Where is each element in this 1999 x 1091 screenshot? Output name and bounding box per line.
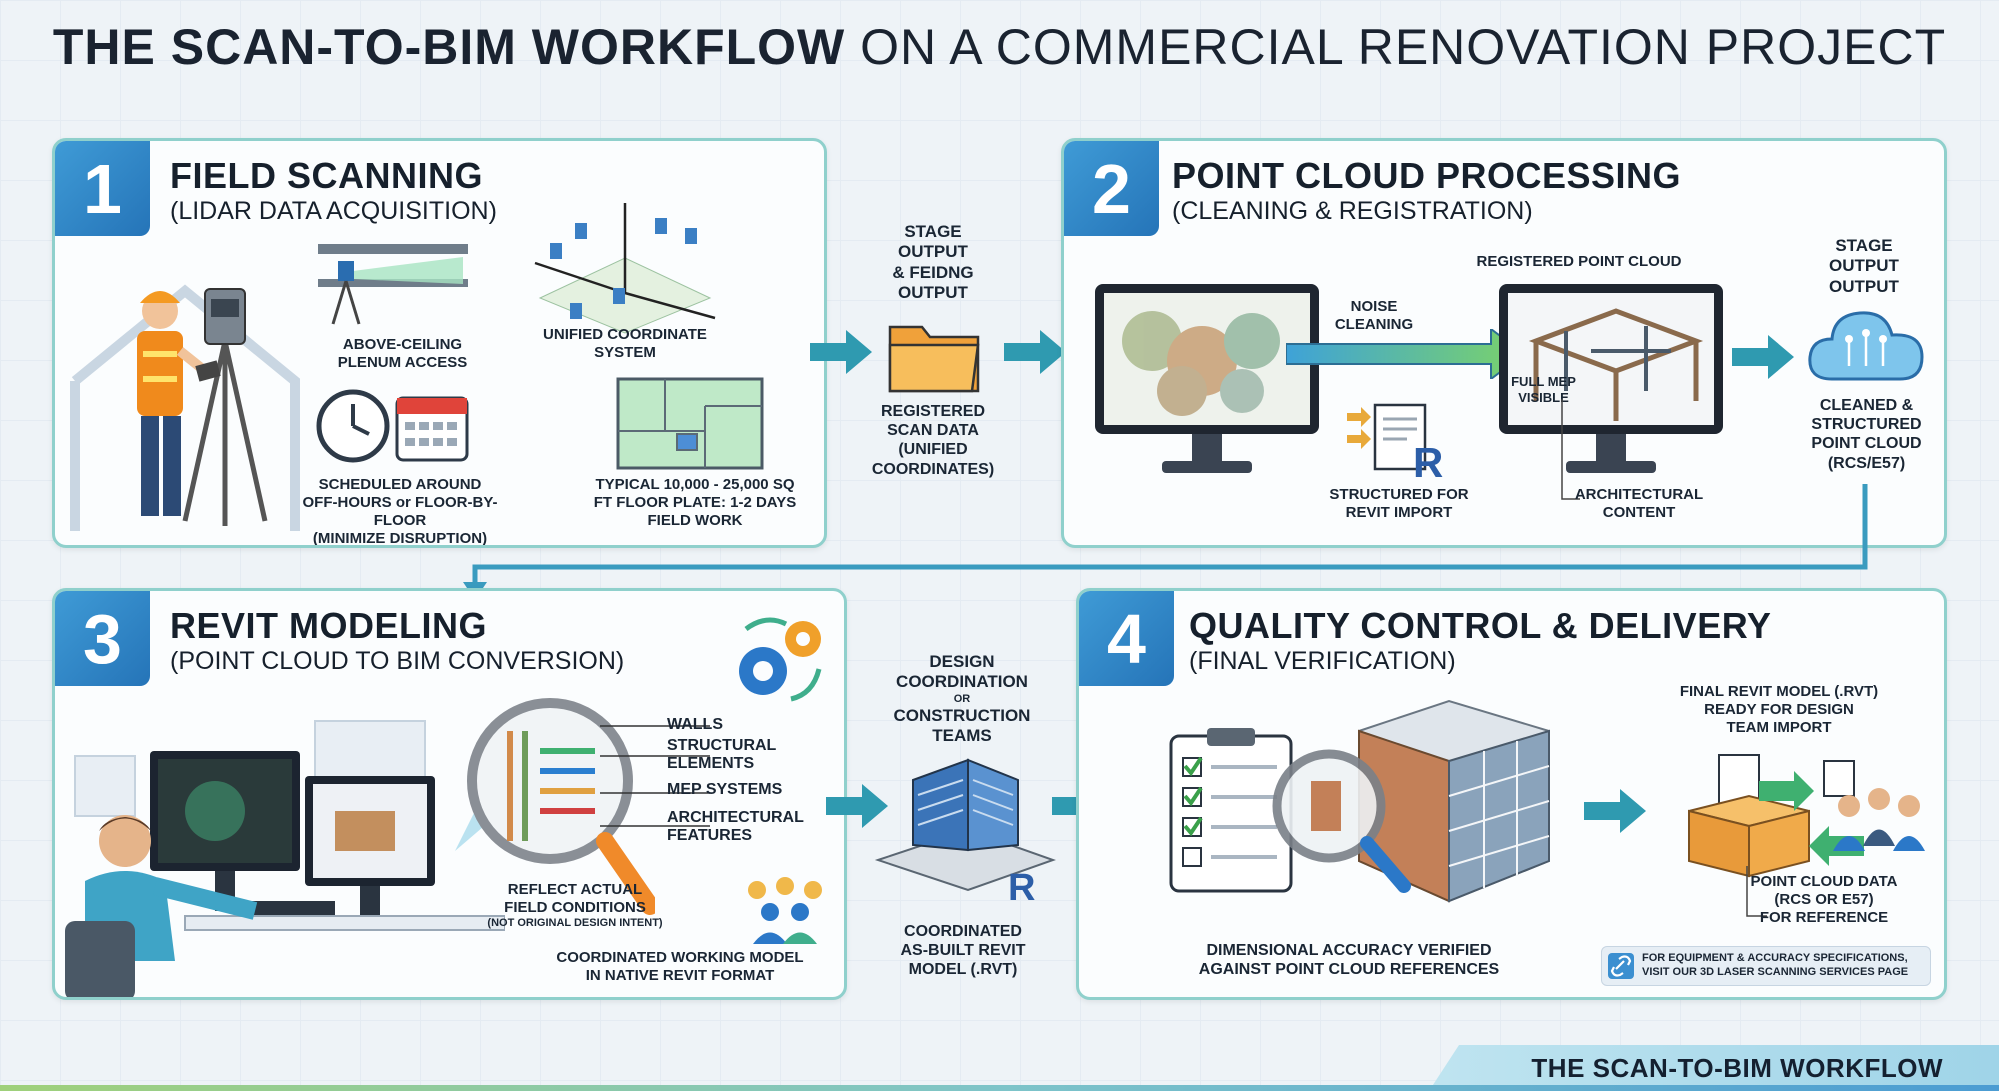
architectural-content-label: ARCHITECTURAL CONTENT: [1574, 486, 1704, 521]
delivery-box-team-icon: [1688, 754, 1925, 878]
stage-output-1-label: STAGE OUTPUT & FEIDNG OUTPUT: [892, 222, 974, 303]
flow-arrow: [826, 784, 888, 828]
cleaned-cloud-label: CLEANED & STRUCTURED POINT CLOUD (RCS/E5…: [1811, 397, 1922, 472]
step-title: REVIT MODELING: [170, 605, 488, 646]
plenum-label: ABOVE-CEILING PLENUM ACCESS: [337, 336, 468, 371]
accuracy-label: DIMENSIONAL ACCURACY VERIFIED AGAINST PO…: [1198, 942, 1500, 979]
page-title: THE SCAN-TO-BIM WORKFLOW ON A COMMERCIAL…: [52, 19, 1947, 75]
layer-walls-label: WALLS: [667, 716, 723, 733]
step-title: POINT CLOUD PROCESSING: [1172, 155, 1682, 196]
layer-leader-lines: [600, 725, 710, 827]
connector-line: [463, 484, 1868, 600]
step-number: 2: [1064, 141, 1159, 236]
bim-model-inspection-icon: [1272, 699, 1550, 903]
floor-plan-icon: [616, 377, 764, 470]
arch-leader-line: [1561, 399, 1580, 500]
design-coordination-label: DESIGN COORDINATION OR CONSTRUCTION TEAM…: [893, 652, 1031, 746]
services-link-text: FOR EQUIPMENT & ACCURACY SPECIFICATIONS,…: [1642, 952, 1909, 978]
panel-quality-control: 4 QUALITY CONTROL & DELIVERY (FINAL VERI…: [1076, 588, 1947, 1000]
working-model-label: COORDINATED WORKING MODEL IN NATIVE REVI…: [556, 949, 804, 984]
bottom-strip: [0, 1085, 1999, 1091]
final-model-label: FINAL REVIT MODEL (.RVT) READY FOR DESIG…: [1679, 683, 1879, 736]
team-icon: [748, 877, 822, 944]
link-icon: [1608, 953, 1634, 979]
stage-output-2-label: STAGE OUTPUT OUTPUT: [1829, 236, 1899, 296]
revit-logo-letter: R: [1413, 439, 1443, 481]
cloud-icon: [1808, 311, 1924, 381]
coordinate-system-icon: [534, 203, 716, 334]
step-number: 3: [55, 591, 150, 686]
gears-icon: [739, 617, 822, 702]
flow-arrow: [810, 330, 872, 374]
typical-label: TYPICAL 10,000 - 25,000 SQ FT FLOOR PLAT…: [593, 476, 797, 529]
structured-label: STRUCTURED FOR REVIT IMPORT: [1329, 486, 1469, 521]
pc-data-leader-line: [1746, 866, 1767, 917]
step-title: QUALITY CONTROL & DELIVERY: [1189, 605, 1772, 646]
panel-revit-modeling: 3 REVIT MODELING (POINT CLOUD TO BIM CON…: [52, 588, 847, 1000]
noise-cleaning-label: NOISE CLEANING: [1334, 298, 1414, 333]
as-built-label: COORDINATED AS-BUILT REVIT MODEL (.RVT): [900, 923, 1026, 979]
schedule-label: SCHEDULED AROUND OFF-HOURS or FLOOR-BY-F…: [302, 476, 498, 547]
footer-banner: THE SCAN-TO-BIM WORKFLOW: [1429, 1045, 1999, 1091]
folder-icon: [888, 325, 980, 393]
svg-text:R: R: [1008, 867, 1035, 909]
modeler-at-desk-illustration: [65, 720, 505, 997]
step-number: 4: [1079, 591, 1174, 686]
registered-point-cloud-monitor: [1499, 284, 1723, 473]
checklist-icon: [1169, 728, 1293, 893]
clock-calendar-icon: [316, 389, 469, 463]
coordinate-label: UNIFIED COORDINATE SYSTEM: [543, 326, 707, 361]
magnifier-layers-icon: [455, 698, 655, 915]
mep-visible-label: FULL MEP VISIBLE: [1511, 374, 1576, 405]
flow-arrow: [1584, 789, 1646, 833]
layer-architectural-label: ARCHITECTURAL FEATURES: [667, 809, 804, 845]
layer-mep-label: MEP SYSTEMS: [667, 781, 783, 798]
plenum-scanner-icon: [318, 244, 468, 325]
surveyor-illustration: [70, 284, 300, 531]
building-icon: R: [874, 758, 1057, 909]
raw-point-cloud-monitor: [1095, 284, 1319, 473]
step-subtitle: (LIDAR DATA ACQUISITION): [170, 197, 497, 225]
flow-arrow: [1004, 330, 1066, 374]
noise-cleaning-arrow: [1286, 329, 1526, 379]
point-cloud-data-label: POINT CLOUD DATA (RCS OR E57) FOR REFERE…: [1750, 873, 1898, 926]
step-subtitle: (FINAL VERIFICATION): [1189, 647, 1456, 675]
flow-arrow: [1732, 335, 1794, 379]
step-title: FIELD SCANNING: [170, 155, 483, 196]
panel-field-scanning: 1 FIELD SCANNING (LIDAR DATA ACQUISITION…: [52, 138, 827, 548]
revit-import-doc-icon: R: [1347, 403, 1443, 481]
registered-cloud-label: REGISTERED POINT CLOUD: [1476, 253, 1682, 270]
step-number: 1: [55, 141, 150, 236]
registered-scan-label: REGISTERED SCAN DATA (UNIFIED COORDINATE…: [871, 403, 995, 478]
step-subtitle: (POINT CLOUD TO BIM CONVERSION): [170, 647, 625, 675]
layer-structural-label: STRUCTURAL ELEMENTS: [667, 737, 777, 773]
services-link-note[interactable]: FOR EQUIPMENT & ACCURACY SPECIFICATIONS,…: [1601, 946, 1931, 986]
reflect-label: REFLECT ACTUAL FIELD CONDITIONS (NOT ORI…: [487, 881, 663, 929]
step-subtitle: (CLEANING & REGISTRATION): [1172, 197, 1533, 225]
panel-point-cloud-processing: 2 POINT CLOUD PROCESSING (CLEANING & REG…: [1061, 138, 1947, 548]
